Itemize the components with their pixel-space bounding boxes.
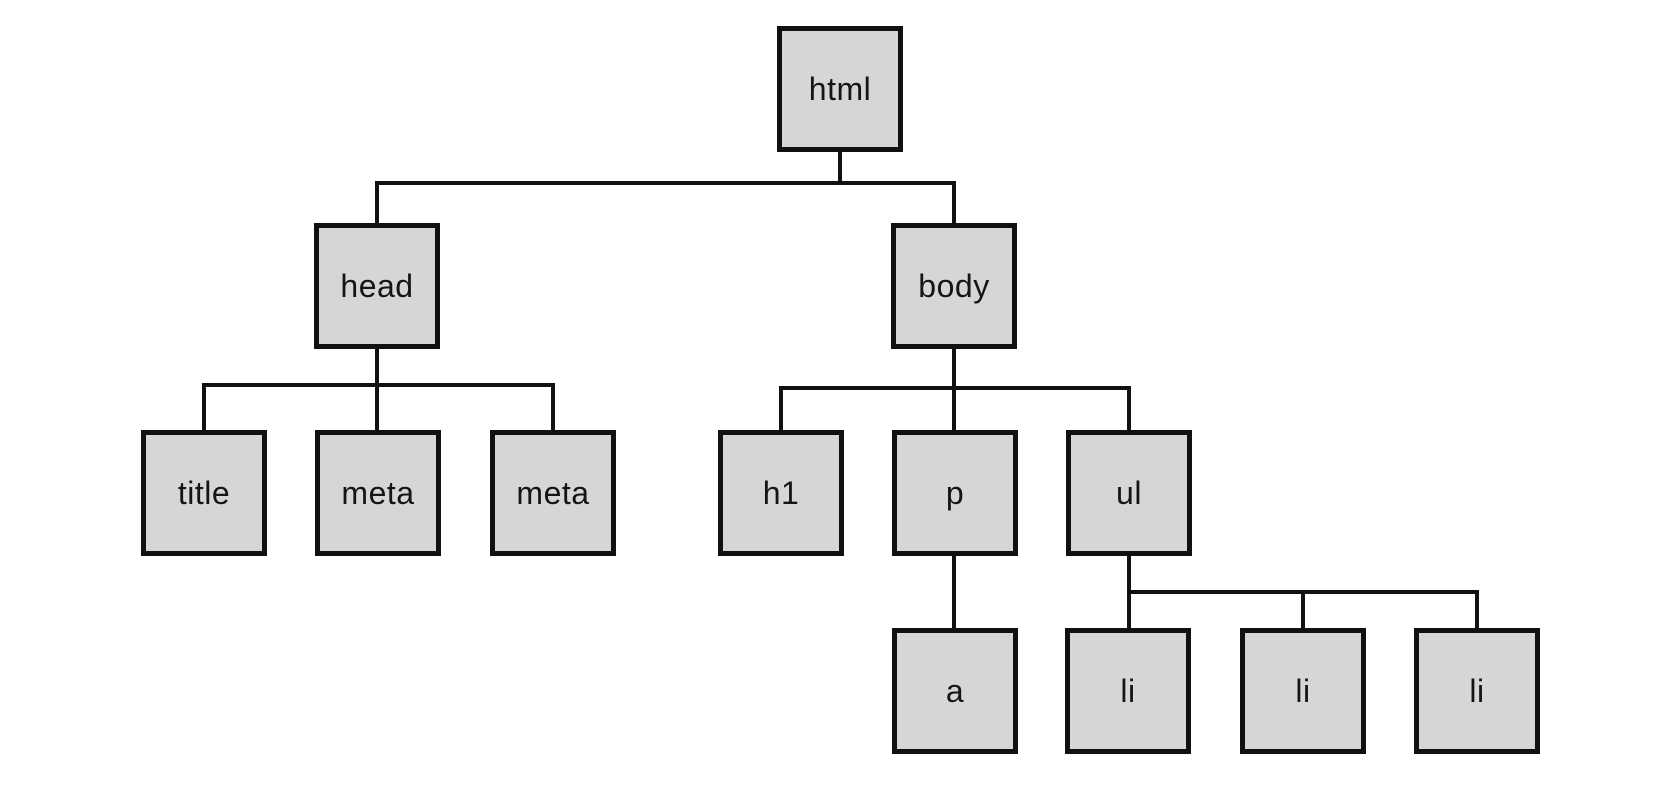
tree-node-head: head xyxy=(314,223,440,349)
connector-segment xyxy=(375,181,956,185)
tree-node-body: body xyxy=(891,223,1017,349)
tree-node-ul: ul xyxy=(1066,430,1192,556)
tree-node-label: li xyxy=(1295,672,1311,709)
tree-node-li2: li xyxy=(1240,628,1366,754)
tree-node-p: p xyxy=(892,430,1018,556)
connector-segment xyxy=(1127,386,1131,430)
tree-node-li3: li xyxy=(1414,628,1540,754)
tree-node-a: a xyxy=(892,628,1018,754)
connector-segment xyxy=(1475,590,1479,628)
tree-node-label: title xyxy=(177,474,231,511)
connector-segment xyxy=(375,349,379,430)
connector-segment xyxy=(779,386,1131,390)
tree-node-label: meta xyxy=(341,474,415,511)
tree-node-label: body xyxy=(918,267,990,304)
connector-segment xyxy=(838,152,842,185)
tree-node-html: html xyxy=(777,26,903,152)
tree-node-label: ul xyxy=(1116,474,1142,511)
connector-segment xyxy=(551,383,555,430)
tree-node-label: html xyxy=(808,70,872,107)
connector-segment xyxy=(202,383,206,430)
tree-node-label: p xyxy=(945,474,965,511)
tree-node-title: title xyxy=(141,430,267,556)
connector-segment xyxy=(375,181,379,223)
tree-node-label: head xyxy=(340,267,414,304)
connector-segment xyxy=(952,556,956,628)
tree-node-label: li xyxy=(1469,672,1485,709)
connector-segment xyxy=(1301,590,1305,628)
tree-node-meta1: meta xyxy=(315,430,441,556)
tree-node-label: meta xyxy=(516,474,590,511)
tree-node-label: h1 xyxy=(762,474,800,511)
tree-node-label: a xyxy=(945,672,965,709)
tree-node-h1: h1 xyxy=(718,430,844,556)
tree-node-label: li xyxy=(1120,672,1136,709)
tree-node-meta2: meta xyxy=(490,430,616,556)
connector-segment xyxy=(779,386,783,430)
tree-node-li1: li xyxy=(1065,628,1191,754)
connector-segment xyxy=(952,181,956,223)
connector-segment xyxy=(202,383,555,387)
